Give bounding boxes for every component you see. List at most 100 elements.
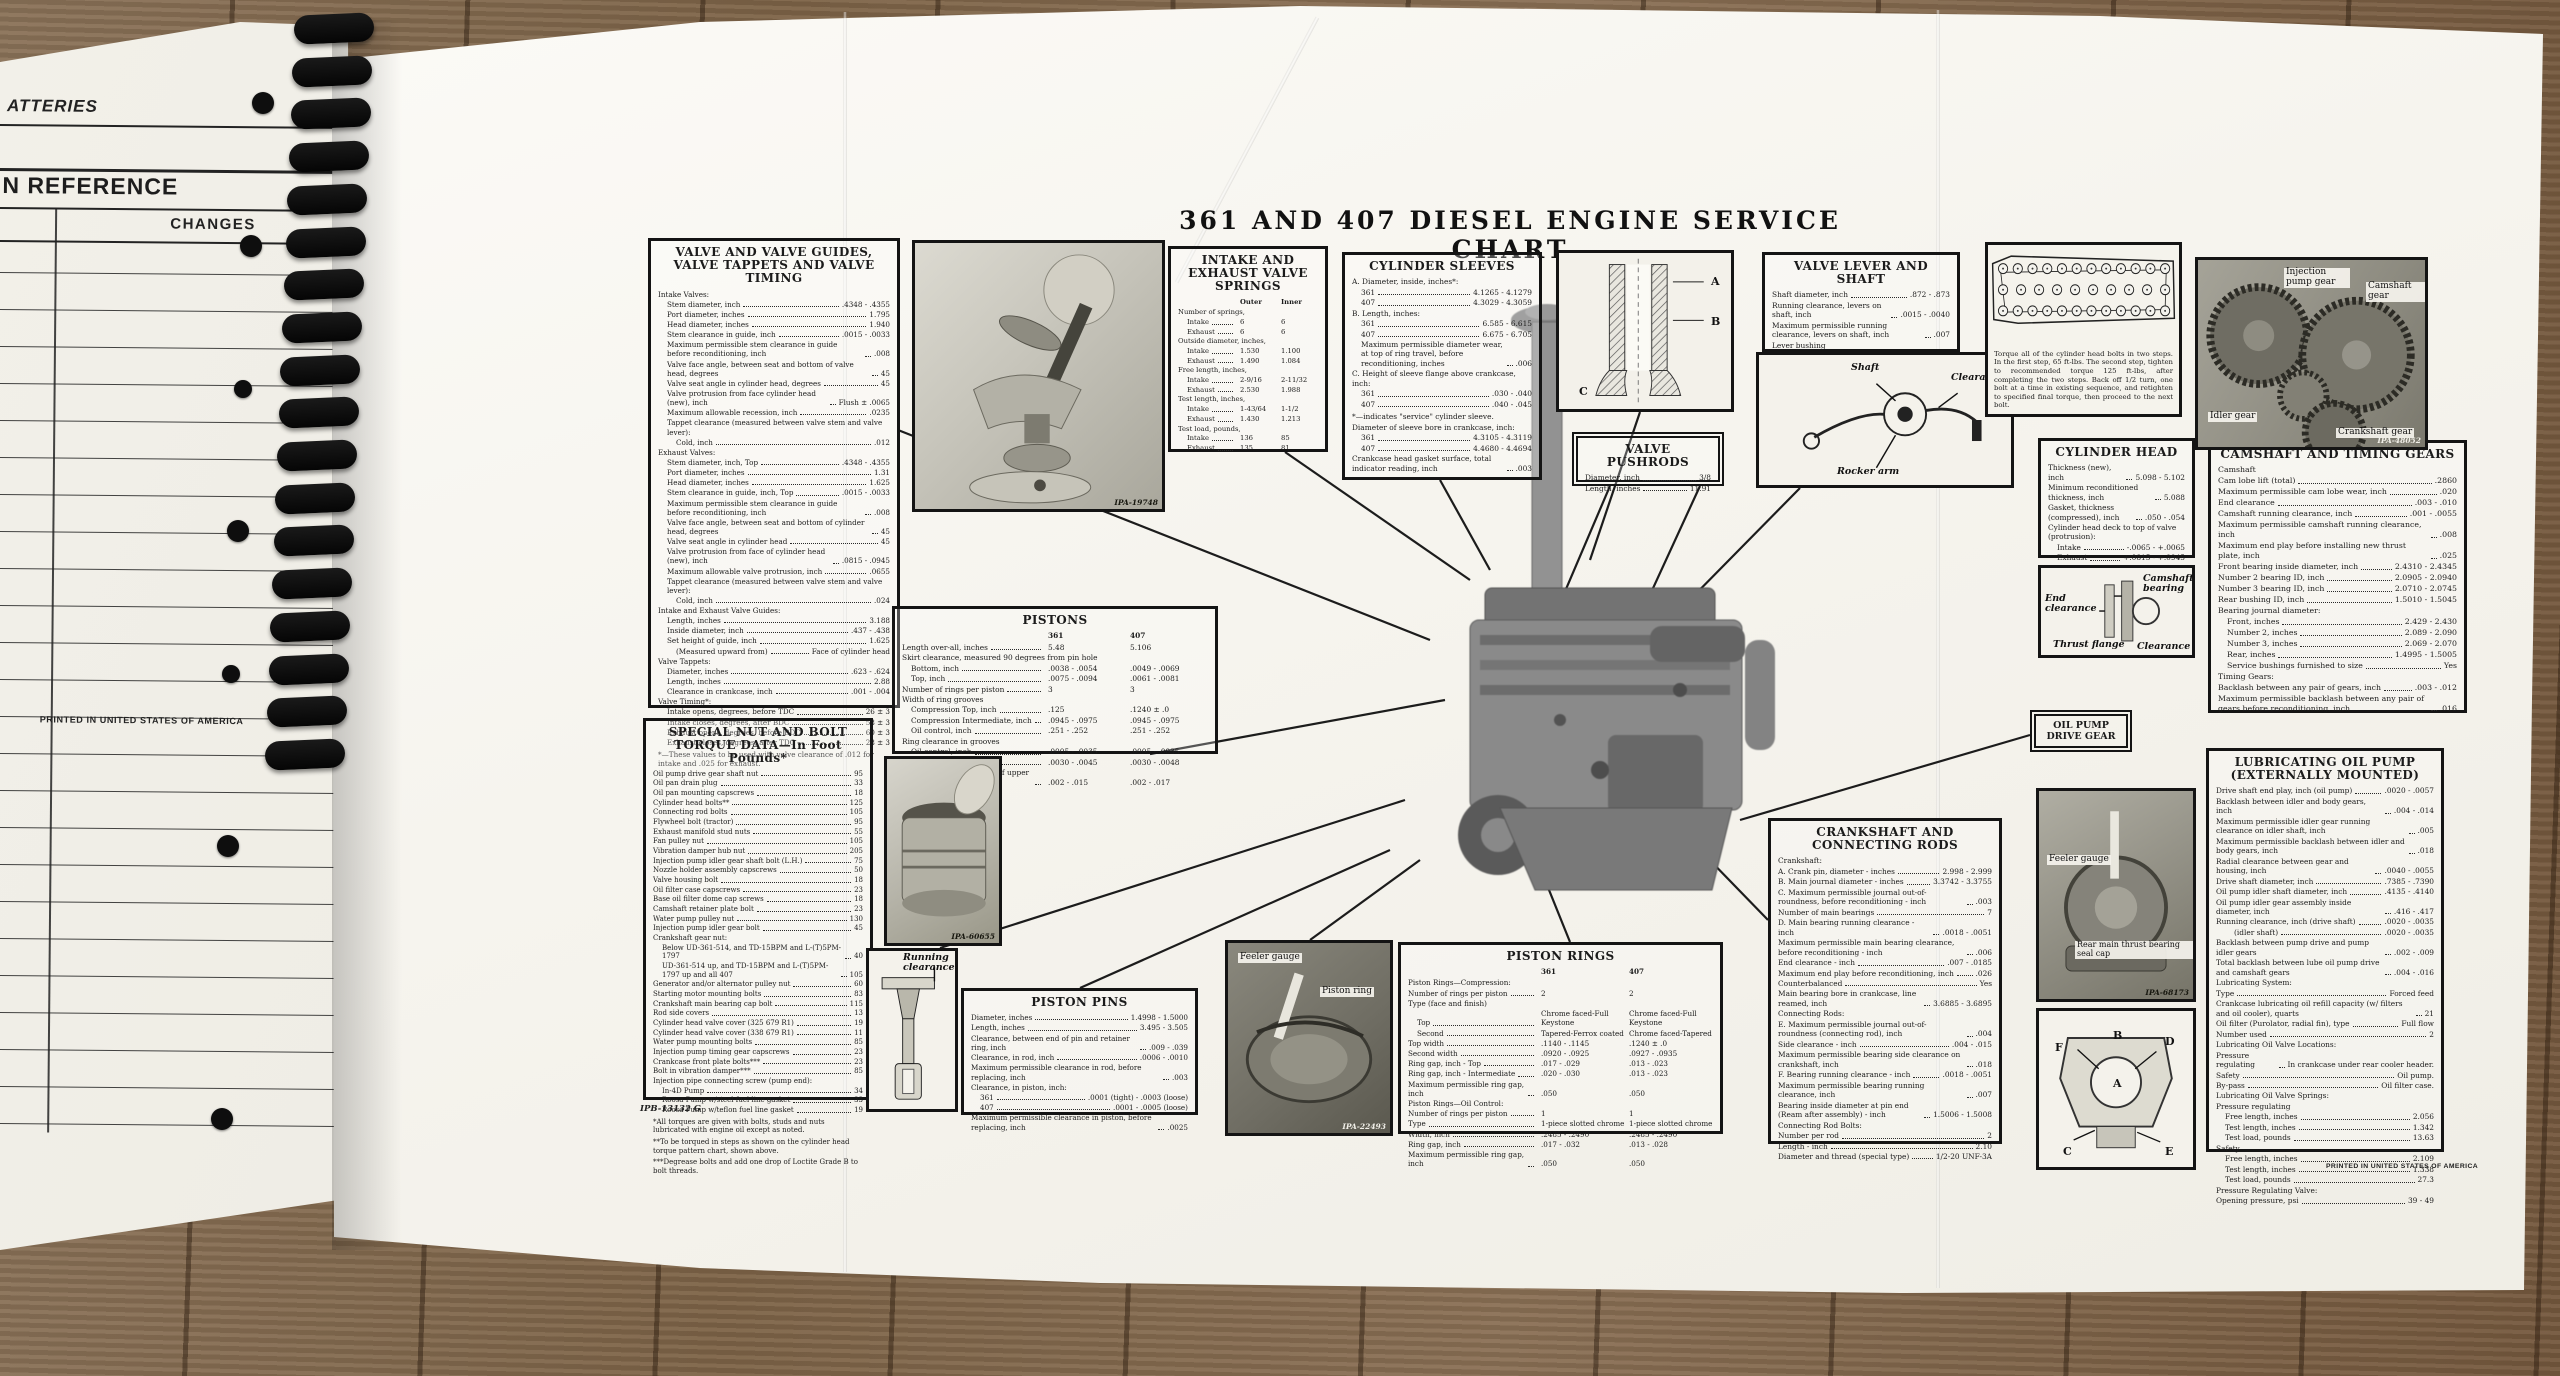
spec-row: Running clearance, levers on shaft, inch… (1772, 300, 1950, 320)
spec-row: Backlash between pump drive and pump idl… (2216, 938, 2434, 957)
diagram-letter: B (2113, 1029, 2123, 1042)
camshaft-bearing-label: Camshaft bearing (2143, 573, 2194, 594)
lube-oil-pump-spec-box: LUBRICATING OIL PUMP (EXTERNALLY MOUNTED… (2206, 748, 2444, 1205)
changes-column-header: CHANGES (170, 215, 256, 234)
torque-caption: Torque all of the cylinder head bolts in… (1994, 349, 2173, 410)
spec-row: Ring gap, inch - Intermediate.020 - .030… (1408, 1069, 1669, 1079)
spec-row: Tappet clearance (measured between valve… (667, 576, 883, 595)
spec-row: C. Maximum permissible journal out-of-ro… (1778, 887, 1992, 907)
table-row (0, 974, 337, 979)
box-title: PISTON RINGS (1506, 949, 1615, 963)
spec-row: (Measured upward from)Face of cylinder h… (676, 646, 890, 656)
comb-binding-loop (283, 268, 365, 301)
spec-row: Oil pump idler shaft diameter, inch.4135… (2216, 887, 2434, 897)
spec-row: Piston Rings—Compression: (1408, 978, 1511, 988)
rocker-arm-diagram: Shaft Clearance Rocker arm (1756, 352, 2014, 488)
spec-row: Crankshaft gear nut: (653, 933, 728, 942)
spec-row: Crankcase lubricating oil refill capacit… (2216, 999, 2434, 1018)
comb-binding-loop (269, 610, 351, 643)
cylinder-sleeve-section-diagram: A B C (1556, 250, 1734, 412)
comb-binding-loop (278, 396, 360, 430)
spec-row: (idler shaft).0020 - .0035 (2234, 927, 2434, 937)
empty-table-rows (0, 0, 400, 1127)
thrust-bearing-cap-label: Rear main thrust bearing seal cap (2075, 940, 2193, 959)
end-clearance-label: End clearance (2045, 593, 2097, 614)
spec-row: Cold, inch.024 (676, 595, 890, 605)
spec-row: Outside diameter, inches, (1178, 337, 1266, 346)
spec-row: 407.0001 - .0005 (loose) (980, 1103, 1188, 1113)
comb-binding-loop (279, 353, 361, 387)
box-title: INTAKE AND EXHAUST VALVE SPRINGS (1188, 253, 1308, 294)
box-title: CRANKSHAFT AND CONNECTING RODS (1811, 825, 1959, 853)
injection-pump-gear-label: Injection pump gear (2284, 267, 2350, 288)
comb-binding-loop (276, 439, 358, 472)
camshaft-bearing-diagram: End clearance Camshaft bearing Thrust fl… (2038, 565, 2195, 658)
spec-row: Valve face angle, between seat and botto… (667, 517, 890, 536)
spec-row: Maximum allowable recession, inch.0235 (667, 408, 890, 418)
diagram-letter: C (2063, 1145, 2072, 1158)
spec-row: *—indicates "service" cylinder sleeve. (1352, 412, 1494, 422)
spec-row: D. Main bearing running clearance - inch… (1778, 918, 1992, 937)
spec-row: Maximum permissible running clearance, l… (1772, 320, 1950, 340)
feeler-gauge-label: Feeler gauge (1238, 952, 1302, 963)
spec-row: Injection pipe connecting screw (pump en… (653, 1077, 813, 1086)
form-number: IPB-13132 G (640, 1104, 702, 1114)
binder-hole (217, 835, 239, 857)
spec-row: Camshaft running clearance, inch.001 - .… (2218, 509, 2457, 519)
spec-row: Valve Tappets: (658, 656, 711, 666)
table-row (0, 1048, 336, 1053)
printed-note: PRINTED IN UNITED STATES OF AMERICA (39, 714, 244, 727)
spec-row: Maximum permissible camshaft running cle… (2218, 520, 2457, 539)
spec-row: Free length, inches, (1178, 366, 1247, 375)
spec-row: Stem clearance in guide, inch, Top.0015 … (667, 488, 890, 498)
box-title: VALVE PUSHRODS (1606, 442, 1690, 470)
spec-row: Maximum permissible idler gear running c… (2216, 816, 2434, 836)
table-row (0, 1085, 336, 1090)
camshaft-gear-label: Camshaft gear (2366, 281, 2425, 302)
running-clearance-label: Running clearance (903, 952, 955, 973)
spec-row: Exhaust+.0815 - +.0945 (2057, 553, 2185, 563)
spec-row: Bottom, inch.0038 - .0054.0049 - .0069 (911, 663, 1180, 673)
spec-row: Camshaft (2218, 465, 2256, 475)
spec-row: Diameter of sleeve bore in crankcase, in… (1352, 422, 1515, 432)
spec-row: Lubricating System: (2216, 978, 2292, 988)
spec-row: Diameter, inches.623 - .624 (667, 666, 890, 676)
spec-row: Ring gap, inch.017 - .032.013 - .028 (1408, 1139, 1669, 1149)
spec-row: *—These values to be used with valve cle… (658, 750, 874, 769)
